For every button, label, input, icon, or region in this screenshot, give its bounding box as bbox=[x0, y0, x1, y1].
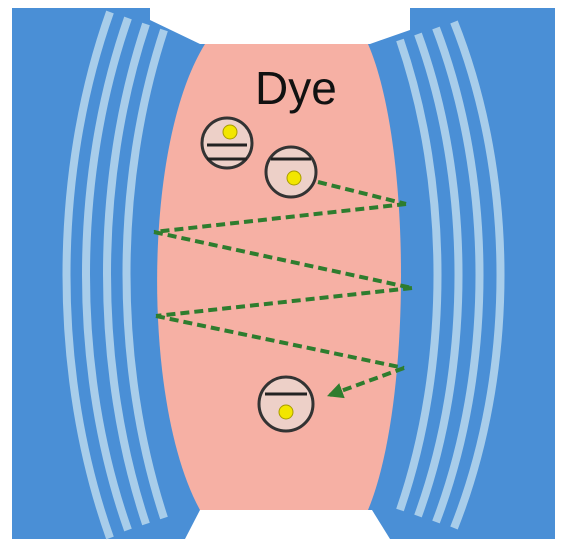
dye-molecule-bottom bbox=[259, 377, 313, 431]
electron-dot bbox=[223, 125, 237, 139]
dye-molecule-upper-left bbox=[202, 118, 252, 168]
dye-label: Dye bbox=[255, 62, 337, 114]
dye-molecule-upper-right bbox=[266, 147, 316, 197]
bottom-notch bbox=[185, 510, 390, 539]
electron-dot bbox=[287, 171, 301, 185]
electron-dot bbox=[279, 405, 293, 419]
top-notch bbox=[150, 8, 410, 44]
